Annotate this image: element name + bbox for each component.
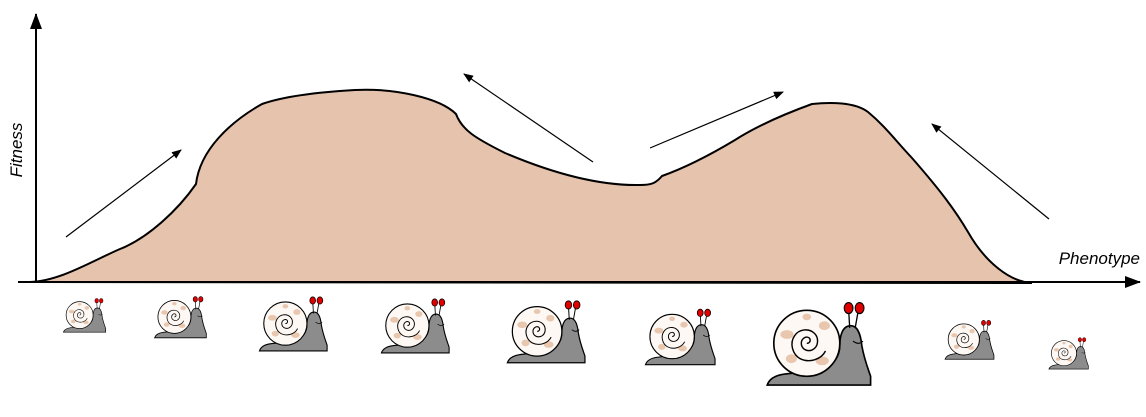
fitness-landscape-curve	[30, 90, 1032, 283]
snail-icon	[259, 297, 327, 351]
snail-icon	[645, 309, 715, 365]
snail-icon	[507, 301, 585, 363]
snail-icon	[381, 299, 449, 353]
snail-icon	[155, 297, 207, 338]
snail-icon	[63, 298, 105, 332]
x-axis-label: Phenotype	[1059, 249, 1140, 268]
snail-icon	[767, 303, 870, 386]
snail-icon	[945, 320, 994, 359]
snail-icon	[1049, 338, 1088, 370]
y-axis-label: Fitness	[7, 122, 26, 177]
